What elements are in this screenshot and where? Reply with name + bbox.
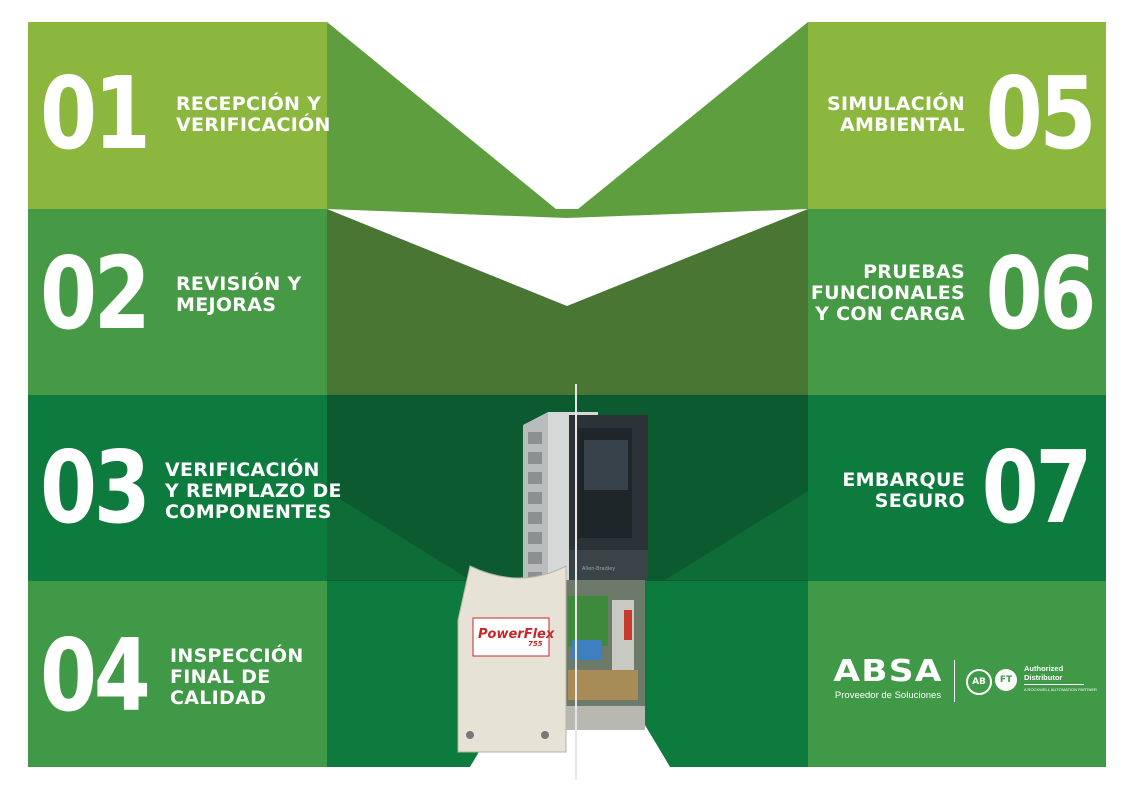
step-number-06: 06 — [985, 235, 1096, 352]
step-number-02: 02 — [40, 235, 151, 352]
step-number-07: 07 — [981, 429, 1092, 546]
partner-text: A ROCKWELL AUTOMATION PARTNER — [1024, 687, 1097, 692]
absa-logo: ABSA Proveedor de Soluciones — [830, 656, 946, 702]
absa-wordmark: ABSA — [833, 654, 943, 689]
band-4-left — [28, 581, 327, 767]
authorized-text: Authorized — [1024, 664, 1064, 673]
authorized-distributor: Authorized Distributor — [1024, 664, 1063, 682]
band-2-right — [808, 209, 1106, 395]
band-1-center — [327, 22, 808, 218]
band-4-right — [808, 581, 1106, 767]
distributor-text: Distributor — [1024, 673, 1063, 682]
partner-rule — [1024, 684, 1084, 685]
logo-divider — [954, 660, 955, 702]
powerflex-model: 755 — [528, 640, 543, 648]
band-1-right — [808, 22, 1106, 209]
band-3-right — [808, 395, 1106, 581]
step-number-03: 03 — [40, 429, 151, 546]
band-4-center — [327, 581, 808, 767]
fold-right-3 — [665, 491, 808, 580]
step-number-01: 01 — [40, 55, 151, 172]
band-3-left — [28, 395, 327, 581]
step-number-04: 04 — [40, 617, 151, 734]
powerflex-label: PowerFlex — [478, 627, 555, 642]
absa-tagline: Proveedor de Soluciones — [834, 690, 942, 701]
ab-badge: AB — [966, 669, 992, 695]
step-number-05: 05 — [985, 55, 1096, 172]
band-2-center-dark — [327, 209, 808, 395]
svg-text:Allen-Bradley: Allen-Bradley — [582, 566, 615, 572]
band-1-left — [28, 22, 327, 209]
drive-illustration: Allen-Bradley — [457, 412, 648, 753]
ft-badge: FT — [995, 669, 1017, 691]
band-2-center-light — [327, 209, 808, 218]
band-2-left — [28, 209, 327, 395]
fold-left-3 — [327, 491, 470, 580]
